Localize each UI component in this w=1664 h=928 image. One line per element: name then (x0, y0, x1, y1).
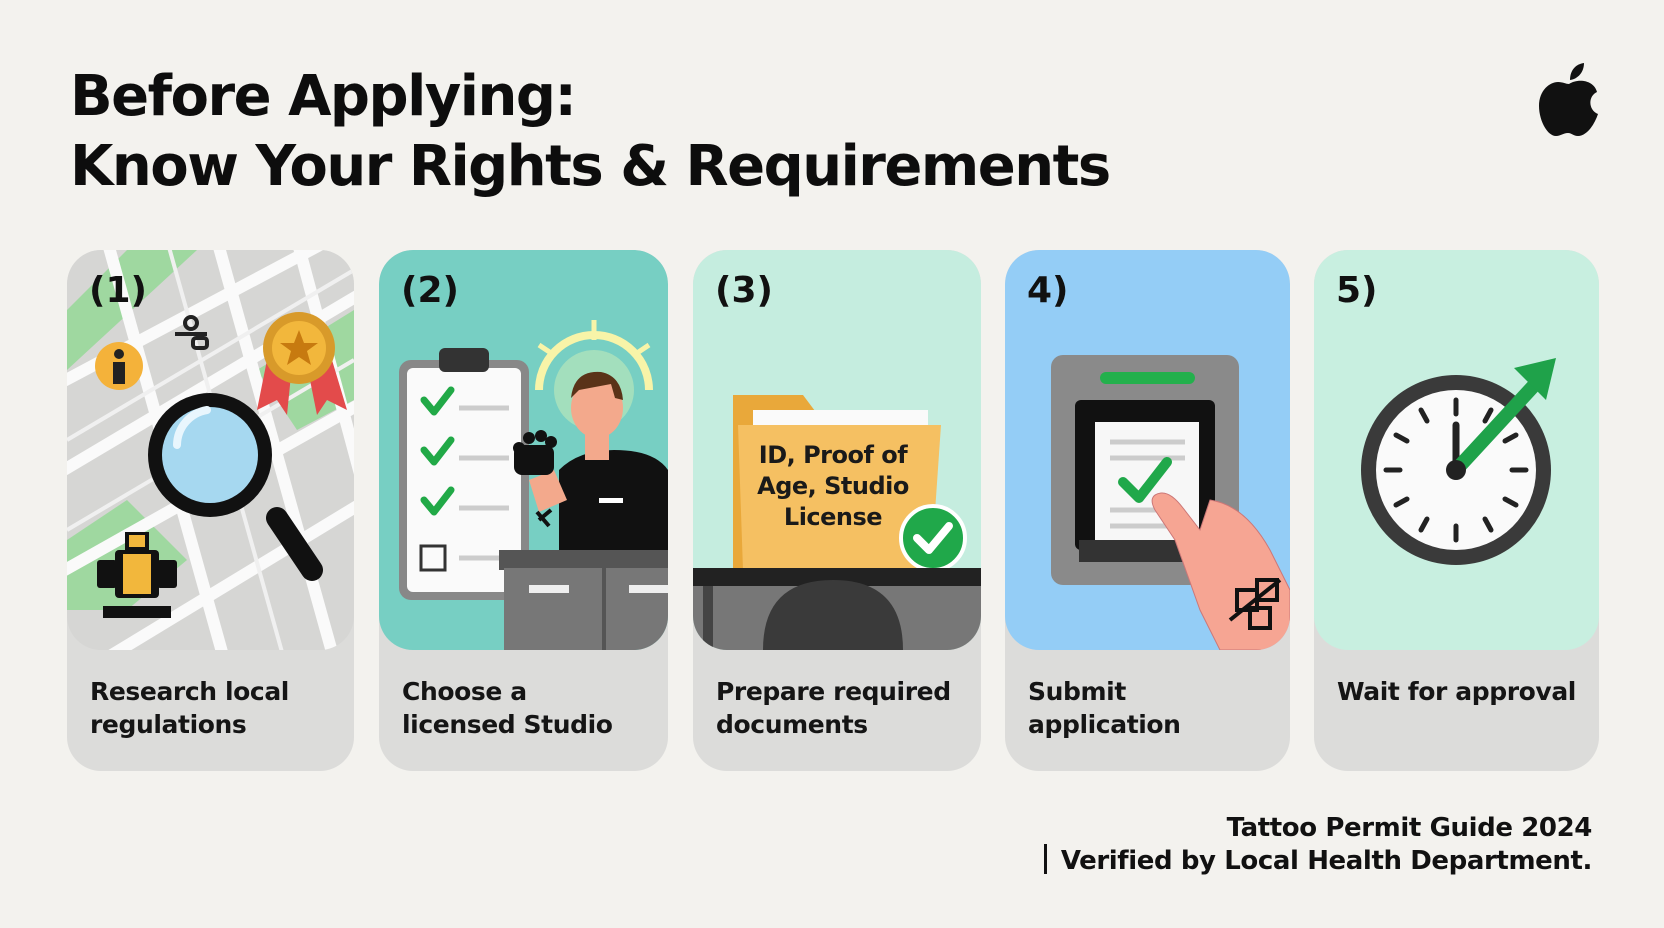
step-card-2[interactable]: (2) Choose a licensed Studio (379, 250, 668, 771)
footer-line-2-wrap: Verified by Local Health Department. (1043, 844, 1593, 877)
step-card-3[interactable]: (3) ID, Proof of Age, Studio License Pre… (693, 250, 981, 771)
title-line-2: Know Your Rights & Requirements (70, 134, 1111, 199)
apple-logo-icon (1539, 63, 1598, 136)
step-5-number: 5) (1336, 270, 1378, 311)
step-4-illustration (1005, 250, 1290, 650)
step-4-number: 4) (1027, 270, 1069, 311)
step-2-caption: Choose a licensed Studio (402, 677, 613, 739)
step-5-caption: Wait for approval (1337, 677, 1576, 706)
step-1-caption: Research local regulations (90, 677, 289, 739)
step-3-caption: Prepare required documents (716, 677, 951, 739)
step-2-number: (2) (401, 270, 459, 311)
step-1-number: (1) (89, 270, 147, 311)
step-5-illustration (1314, 250, 1599, 650)
footer: Tattoo Permit Guide 2024 Verified by Loc… (1043, 812, 1593, 877)
step-card-1[interactable]: (1) Research local regulations (67, 250, 354, 771)
folder-label: ID, Proof of Age, Studio License (757, 441, 909, 531)
step-card-4[interactable]: 4) Submit application (1005, 250, 1290, 771)
step-3-number: (3) (715, 270, 773, 311)
footer-line-1: Tattoo Permit Guide 2024 (1226, 813, 1593, 843)
step-4-caption: Submit application (1028, 677, 1181, 739)
footer-divider (1043, 844, 1047, 874)
title-line-1: Before Applying: (70, 64, 577, 129)
step-3-illustration (693, 250, 981, 650)
step-card-5[interactable]: 5) Wait for approval (1314, 250, 1599, 771)
step-2-illustration (379, 250, 668, 650)
page-title: Before Applying: Know Your Rights & Requ… (70, 62, 1111, 202)
footer-line-2: Verified by Local Health Department. (1060, 846, 1593, 876)
step-1-illustration (67, 250, 354, 650)
